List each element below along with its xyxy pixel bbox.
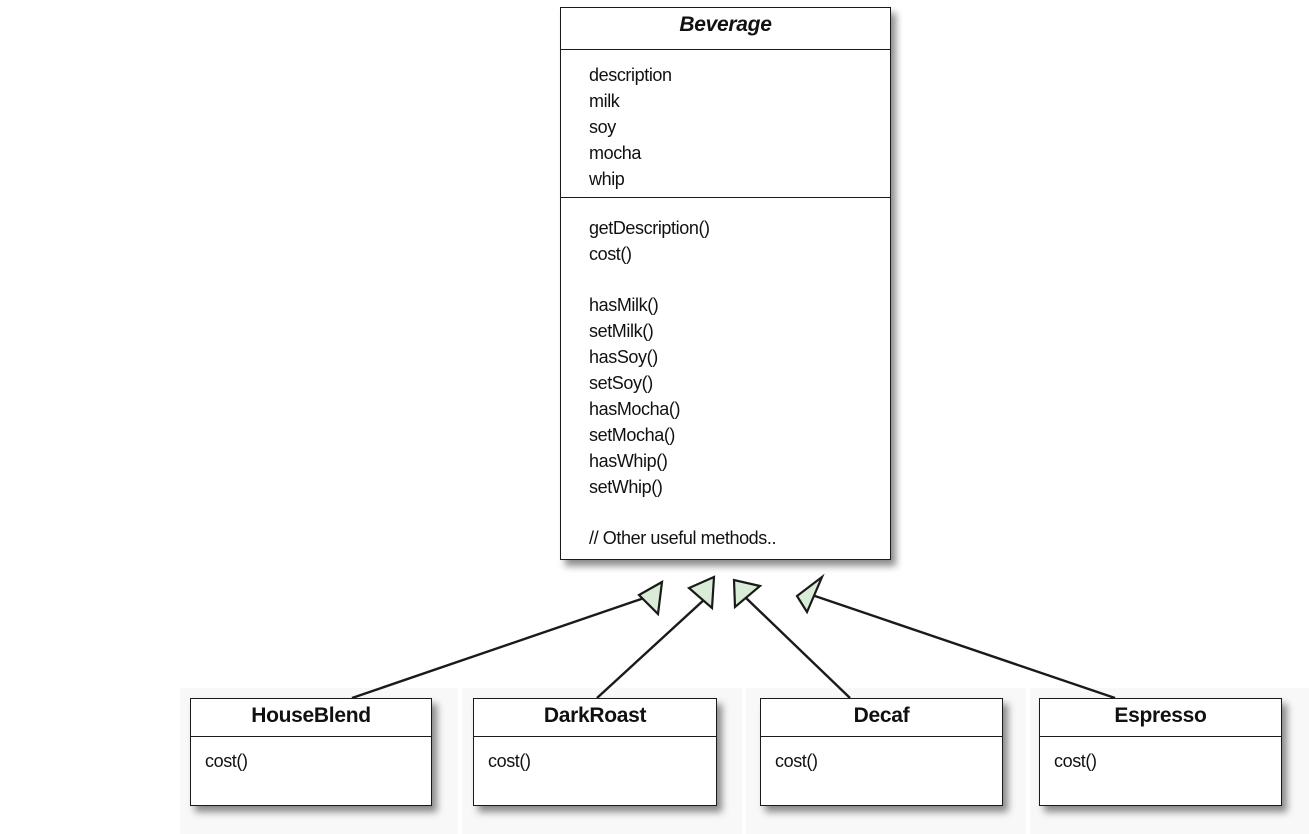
subclass-title: Decaf xyxy=(761,699,1002,737)
inheritance-arrowhead xyxy=(686,575,716,611)
connector-espresso xyxy=(811,593,1116,700)
darkroast-class-box: DarkRoast cost() xyxy=(473,698,717,806)
inheritance-arrowhead xyxy=(795,573,825,615)
attribute-description: description xyxy=(589,65,672,85)
method-hasmilk: hasMilk() xyxy=(589,295,659,315)
method-haswhip: hasWhip() xyxy=(589,451,668,471)
method-setsoy: setSoy() xyxy=(589,373,653,393)
method-setmocha: setMocha() xyxy=(589,425,676,445)
subclass-title: Espresso xyxy=(1040,699,1281,737)
attribute-soy: soy xyxy=(589,117,616,137)
beverage-class-title: Beverage xyxy=(561,8,890,50)
decaf-class-box: Decaf cost() xyxy=(760,698,1003,806)
beverage-class-box: Beverage description milk soy mocha whip… xyxy=(560,7,891,560)
subclass-method-cost: cost() xyxy=(775,751,818,771)
subclass-method-cost: cost() xyxy=(1054,751,1097,771)
inheritance-arrowhead xyxy=(732,578,763,610)
connector-houseblend xyxy=(351,594,651,700)
method-getdescription: getDescription() xyxy=(589,218,710,238)
method-setwhip: setWhip() xyxy=(589,477,663,497)
attribute-mocha: mocha xyxy=(589,143,642,163)
method-setmilk: setMilk() xyxy=(589,321,654,341)
subclass-method-cost: cost() xyxy=(488,751,531,771)
connector-darkroast xyxy=(596,597,707,699)
subclass-title: DarkRoast xyxy=(474,699,716,737)
espresso-class-box: Espresso cost() xyxy=(1039,698,1282,806)
methods-comment: // Other useful methods.. xyxy=(589,528,777,548)
subclass-title: HouseBlend xyxy=(191,699,431,737)
connector-decaf xyxy=(744,596,851,699)
beverage-methods: getDescription() cost() hasMilk() setMil… xyxy=(561,198,890,551)
method-hasmocha: hasMocha() xyxy=(589,399,681,419)
houseblend-class-box: HouseBlend cost() xyxy=(190,698,432,806)
attribute-milk: milk xyxy=(589,91,620,111)
inheritance-arrowhead xyxy=(637,579,664,617)
method-cost: cost() xyxy=(589,244,632,264)
method-hassoy: hasSoy() xyxy=(589,347,658,367)
subclass-method-cost: cost() xyxy=(205,751,248,771)
beverage-attributes: description milk soy mocha whip xyxy=(561,50,890,198)
attribute-whip: whip xyxy=(589,169,625,189)
